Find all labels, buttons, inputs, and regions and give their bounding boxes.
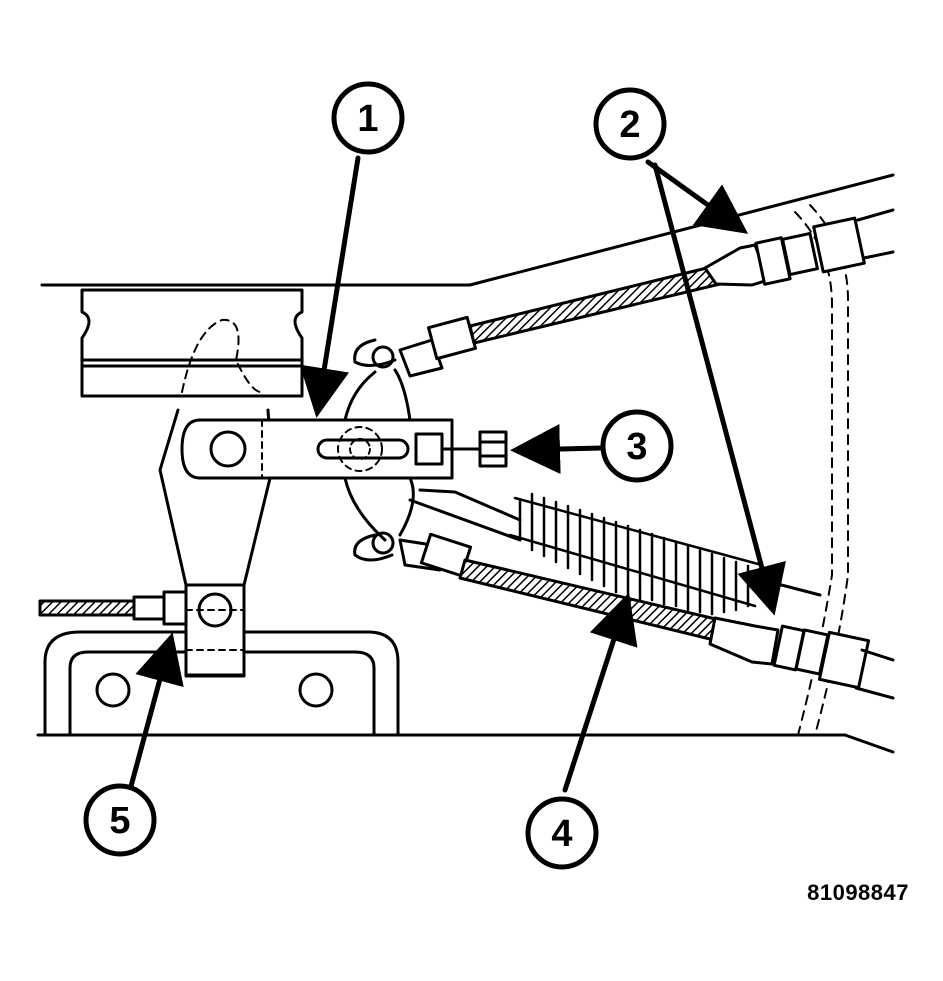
vehicle-frame-outline xyxy=(36,173,895,754)
frame-bracket xyxy=(80,288,304,398)
adjuster-nut xyxy=(414,430,508,468)
svg-text:2: 2 xyxy=(619,104,640,146)
callout-3: 3 xyxy=(600,409,674,483)
callout-5: 5 xyxy=(83,783,157,857)
figure-id: 81098847 xyxy=(807,880,909,905)
callout-1: 1 xyxy=(331,81,405,155)
callout-2: 2 xyxy=(593,87,667,161)
svg-text:3: 3 xyxy=(626,426,647,468)
equalizer-bar xyxy=(180,418,454,480)
lever-pivot-block xyxy=(184,583,246,677)
svg-text:5: 5 xyxy=(109,800,130,842)
front-cable-left xyxy=(398,208,895,378)
return-spring xyxy=(508,492,760,616)
dashed-linkage xyxy=(181,318,261,393)
svg-text:1: 1 xyxy=(357,98,378,140)
leader-3 xyxy=(510,424,605,475)
leader-1 xyxy=(299,155,361,418)
leader-5 xyxy=(127,632,184,793)
front-cable-right xyxy=(398,488,895,700)
svg-text:4: 4 xyxy=(551,813,572,855)
rear-cable xyxy=(38,599,138,617)
leader-arrows xyxy=(127,155,786,793)
leader-4 xyxy=(562,592,638,793)
leader-2b xyxy=(652,162,786,616)
callout-4: 4 xyxy=(525,796,599,870)
leader-2a xyxy=(645,159,749,234)
